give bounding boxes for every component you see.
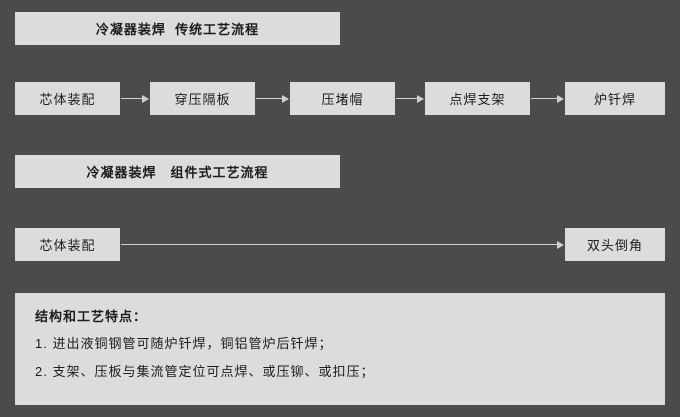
traditional-flow-title: 冷凝器装焊 传统工艺流程 [15, 12, 340, 45]
step-double-end-chamfer: 双头倒角 [565, 228, 665, 261]
step-core-assembly: 芯体装配 [15, 82, 120, 115]
modular-flow-title: 冷凝器装焊 组件式工艺流程 [15, 155, 340, 188]
arrow-right-icon [121, 240, 564, 249]
notes-box: 结构和工艺特点： 1. 进出液铜钢管可随炉钎焊，铜铝管炉后钎焊； 2. 支架、压… [15, 293, 665, 405]
step-spot-weld-bracket: 点焊支架 [425, 82, 530, 115]
arrow-right-icon [121, 94, 149, 103]
arrow-right-icon [531, 94, 564, 103]
notes-line-1: 1. 进出液铜钢管可随炉钎焊，铜铝管炉后钎焊； [35, 336, 333, 351]
step-furnace-brazing: 炉钎焊 [565, 82, 665, 115]
arrow-right-icon [256, 94, 289, 103]
notes-line-2: 2. 支架、压板与集流管定位可点焊、或压铆、或扣压； [35, 364, 375, 379]
step-core-assembly-2: 芯体装配 [15, 228, 120, 261]
arrow-right-icon [396, 94, 424, 103]
step-press-baffle: 穿压隔板 [150, 82, 255, 115]
step-press-cap: 压堵帽 [290, 82, 395, 115]
notes-title: 结构和工艺特点： [35, 309, 148, 324]
